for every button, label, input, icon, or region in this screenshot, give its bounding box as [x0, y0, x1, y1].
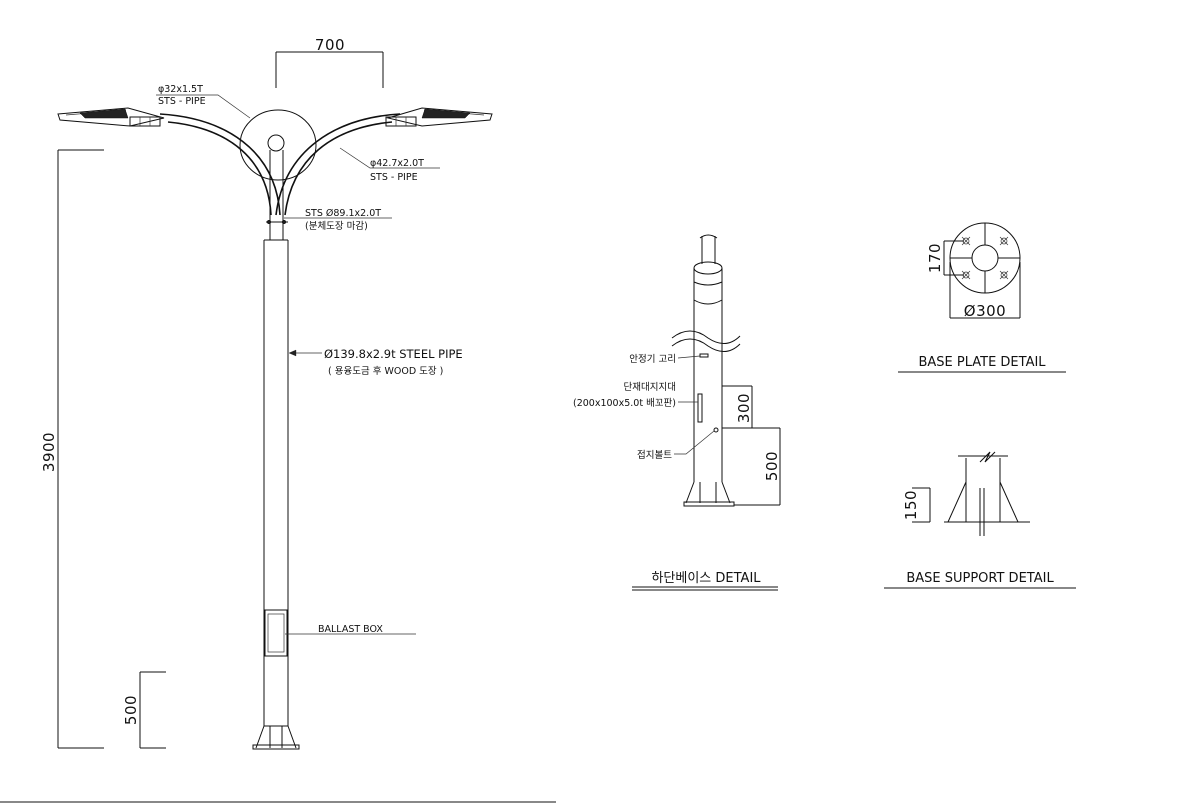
support-height-value: 150 — [902, 490, 920, 520]
curved-arms — [159, 113, 401, 216]
bolt-label: 접지볼트 — [637, 449, 672, 461]
top-pipe-label-1: STS Ø89.1x2.0T — [305, 208, 381, 219]
plate-diameter-dimension: Ø300 — [949, 262, 1021, 320]
arm-pipe-callout: φ32x1.5T STS - PIPE — [156, 84, 251, 119]
height-value: 3900 — [40, 432, 58, 472]
ballast-callout: BALLAST BOX — [285, 624, 416, 635]
pole-base — [252, 725, 300, 750]
arm-pipe-label-2: STS - PIPE — [158, 96, 206, 107]
top-pipe-callout: STS Ø89.1x2.0T (분체도장 마감) — [284, 208, 392, 232]
base-plate-title: BASE PLATE DETAIL — [918, 355, 1046, 370]
arm-spacing-dimension: 700 — [275, 36, 384, 88]
upper-dimension: 300 — [722, 385, 780, 429]
main-pole — [263, 239, 289, 726]
ballast-label: BALLAST BOX — [318, 624, 383, 635]
plate-diameter-value: Ø300 — [964, 302, 1006, 320]
left-luminaire — [57, 107, 165, 127]
main-pipe-callout: Ø139.8x2.9t STEEL PIPE ( 용융도금 후 WOOD 도장 … — [288, 347, 463, 377]
main-pipe-label-2: ( 용융도금 후 WOOD 도장 ) — [328, 366, 443, 377]
arm-pipe-label-1: φ32x1.5T — [158, 84, 203, 95]
ring-callout: 안정기 고리 — [629, 354, 701, 365]
lower-dimension: 500 — [734, 428, 781, 506]
upper-dim-value: 300 — [735, 393, 753, 423]
plate-height-dimension: 170 — [926, 240, 964, 276]
ballast-box — [264, 609, 288, 657]
main-elevation: 700 — [0, 36, 556, 803]
base-value: 500 — [122, 695, 140, 725]
base-plate-detail: 170 Ø300 BASE PLATE DETAIL — [898, 222, 1066, 373]
lower-dim-value: 500 — [763, 451, 781, 481]
support-height-dimension: 150 — [902, 487, 931, 523]
bolt-callout: 접지볼트 — [637, 430, 715, 461]
main-pipe-label-1: Ø139.8x2.9t STEEL PIPE — [324, 347, 463, 361]
curve-pipe-label-2: STS - PIPE — [370, 172, 418, 183]
support-label-1: 단재대지지대 — [624, 382, 676, 393]
base-support-detail: 150 BASE SUPPORT DETAIL — [884, 451, 1076, 589]
height-dimension: 3900 — [40, 149, 104, 749]
plate-height-value: 170 — [926, 243, 944, 273]
base-dimension: 500 — [122, 671, 166, 749]
curve-pipe-label-1: φ42.7x2.0T — [370, 158, 424, 169]
arm-spacing-value: 700 — [315, 36, 345, 54]
base-detail: 안정기 고리 단재대지지대 (200x100x5.0t 배꼬판) 접지볼트 30… — [573, 234, 781, 591]
base-detail-title: 하단베이스 DETAIL — [651, 571, 761, 586]
right-luminaire — [385, 107, 493, 127]
upper-pipe — [266, 150, 288, 240]
ring-label: 안정기 고리 — [629, 354, 676, 365]
decorative-ring — [239, 109, 317, 181]
top-pipe-label-2: (분체도장 마감) — [305, 220, 368, 232]
support-callout: 단재대지지대 (200x100x5.0t 배꼬판) — [573, 382, 698, 409]
curve-pipe-callout: φ42.7x2.0T STS - PIPE — [339, 147, 440, 183]
base-support-title: BASE SUPPORT DETAIL — [906, 571, 1054, 586]
support-label-2: (200x100x5.0t 배꼬판) — [573, 398, 676, 409]
bolt-holes — [961, 236, 1009, 280]
